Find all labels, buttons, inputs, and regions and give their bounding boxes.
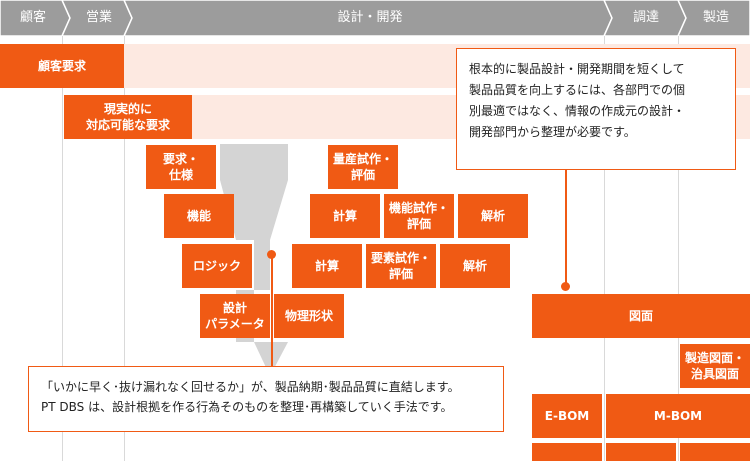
realistic-requirement-box: 現実的に 対応可能な要求 [64,95,192,139]
function-trial-box: 機能試作・ 評価 [384,194,454,238]
stage-label-design: 設計・開発 [337,10,403,25]
element-trial-box: 要素試作・ 評価 [366,244,436,288]
function-box: 機能 [164,194,234,238]
customer-requirement-box: 顧客要求 [0,44,124,88]
drawing-box: 図面 [532,294,750,338]
top-callout-dot [561,282,570,291]
stage-label-manufacturing: 製造 [702,10,729,25]
top-callout-leader [565,170,567,286]
bottom-callout: 「いかに早く･抜け漏れなく回せるか」が、製品納期･製品品質に直結します。 PT … [28,366,504,432]
calculation-box-2: 計算 [292,244,362,288]
chevron-manufacturing [677,0,750,36]
physical-shape-box: 物理形状 [274,294,344,338]
mbom-box: M-BOM [606,394,750,438]
column-divider [124,36,125,461]
ebom-continuation [532,443,602,461]
ebom-box: E-BOM [532,394,602,438]
column-divider [62,36,63,461]
top-callout: 根本的に製品設計・開発期間を短くして 製品品質を向上するには、各部門での個 別最… [456,48,736,170]
bottom-callout-dot [267,250,276,259]
design-parameter-box: 設計 パラメータ [200,294,270,338]
process-chevrons [0,0,750,36]
mass-production-trial-box: 量産試作・ 評価 [328,145,398,189]
process-header: 顧客 営業 設計・開発 調達 製造 [0,0,750,36]
column-divider [604,36,605,461]
chevron-design [123,0,613,36]
chevron-sales [61,0,133,36]
stage-label-customer: 顧客 [19,10,46,25]
mbom-continuation-2 [680,443,750,461]
manufacturing-drawing-box: 製造図面・ 治具図面 [680,344,750,388]
analysis-box-1: 解析 [458,194,528,238]
stage-label-procurement: 調達 [632,10,659,25]
bottom-callout-leader [271,258,273,366]
column-divider [678,36,679,461]
analysis-box-2: 解析 [440,244,510,288]
stage-label-sales: 営業 [85,10,112,25]
logic-box: ロジック [182,244,252,288]
spec-box: 要求・ 仕様 [146,145,216,189]
chevron-procurement [603,0,687,36]
calculation-box-1: 計算 [310,194,380,238]
mbom-continuation-1 [606,443,676,461]
